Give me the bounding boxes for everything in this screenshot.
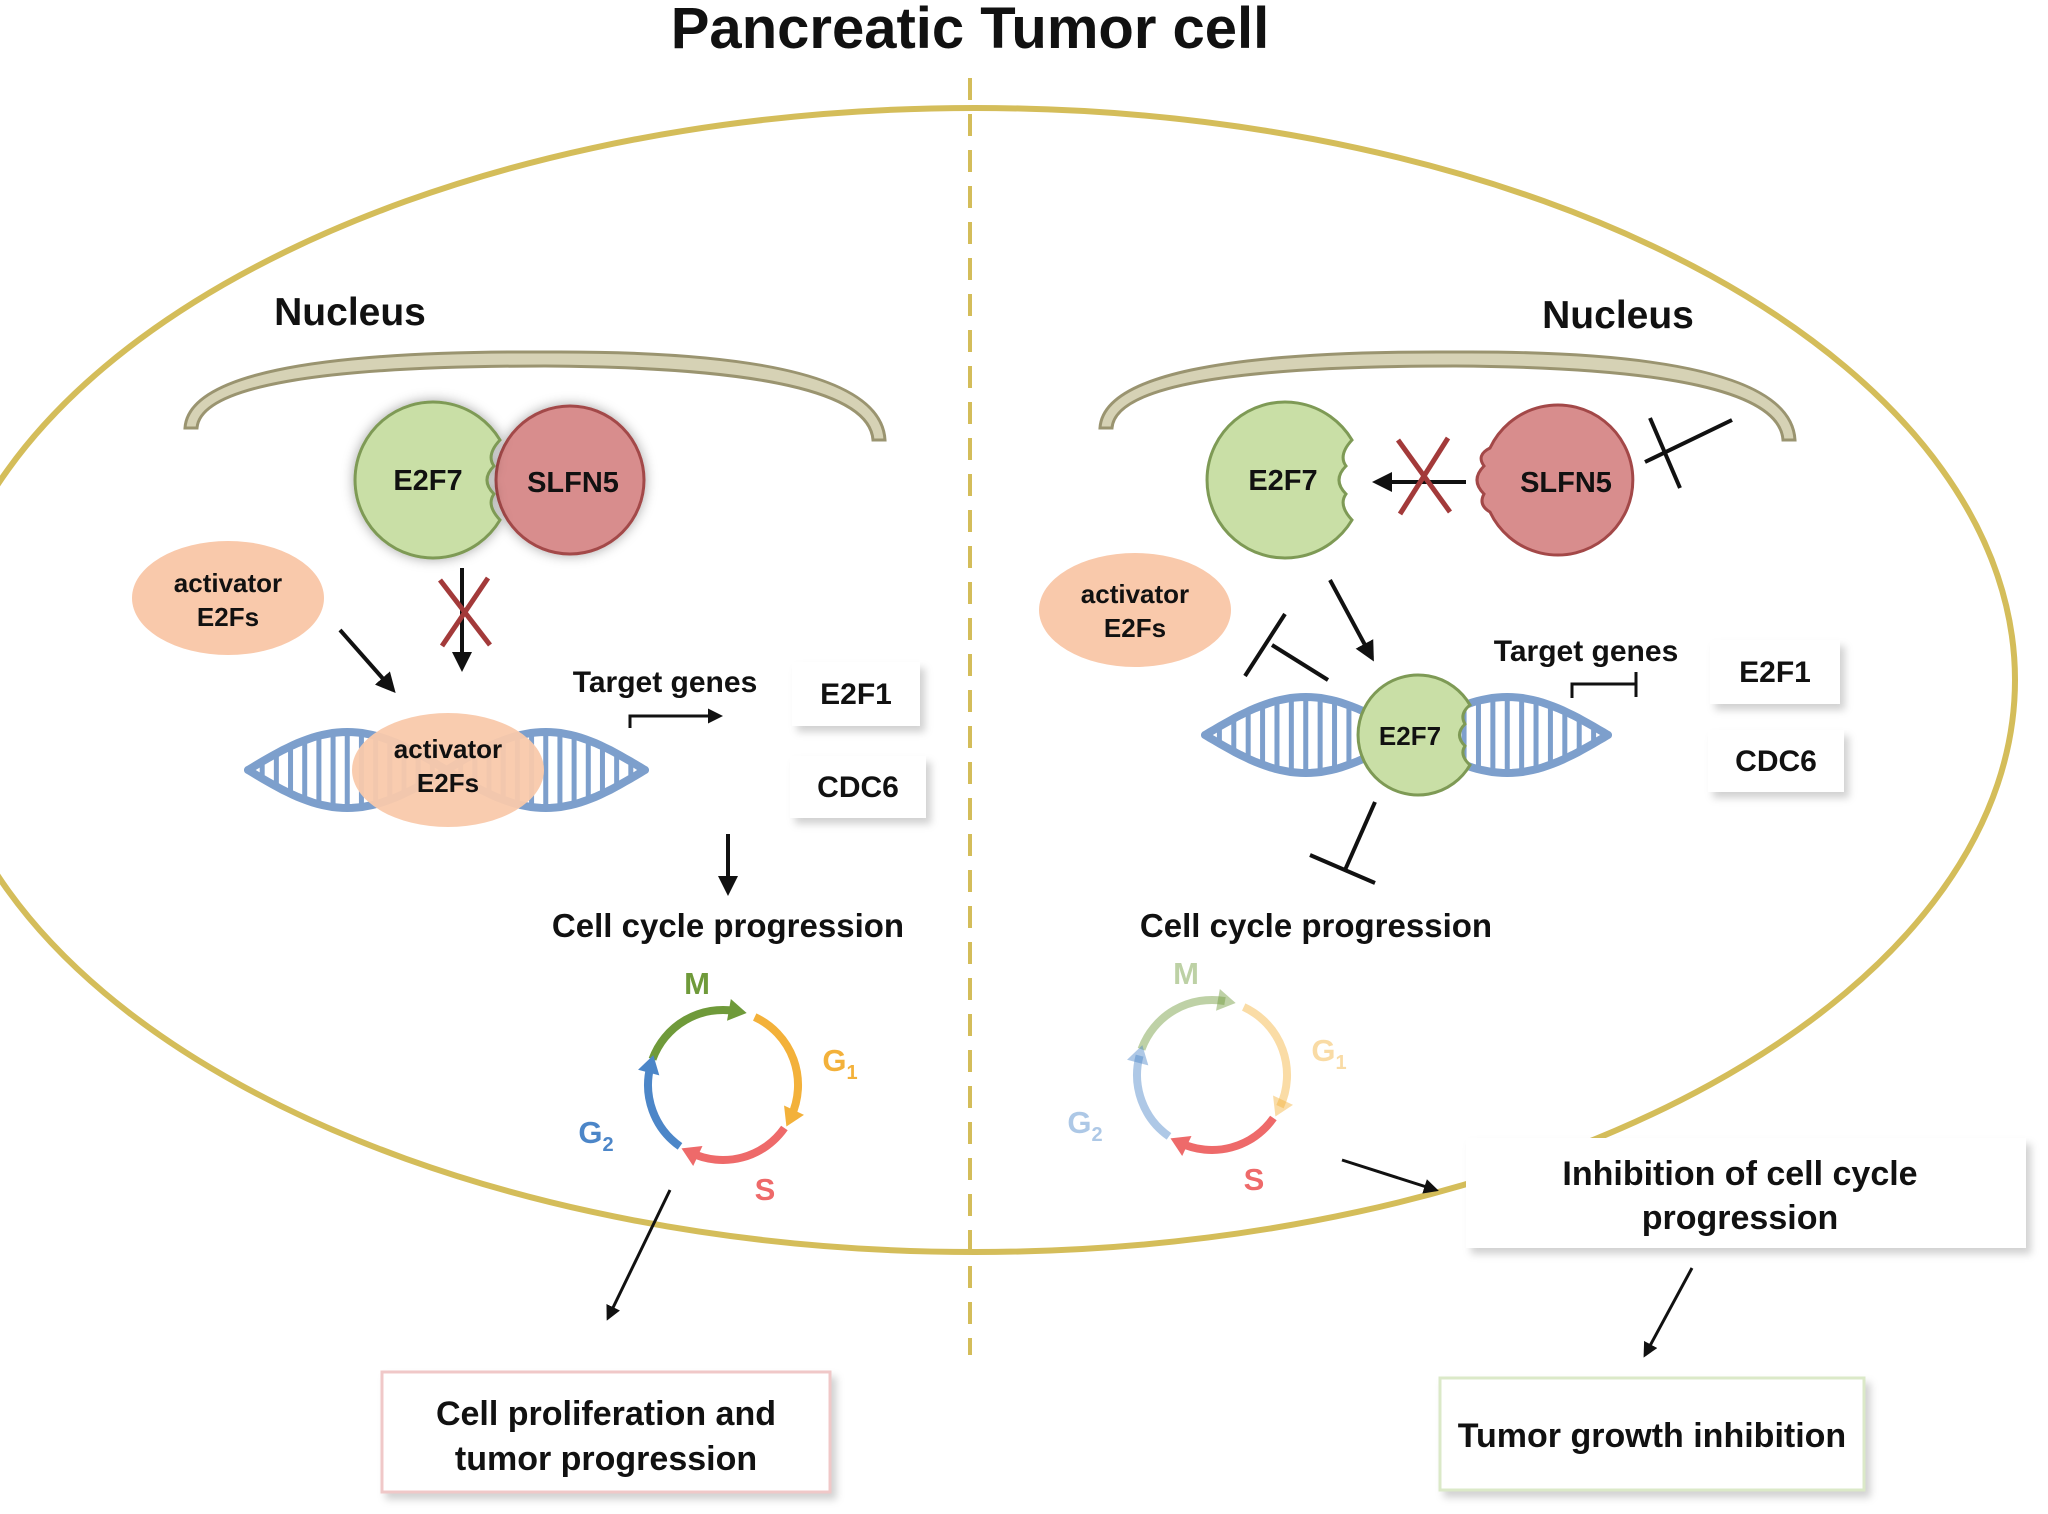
right-inhibition-arrow (1341, 1158, 1439, 1194)
left-wheel-arc-g2 (644, 1064, 683, 1150)
left-activator-e2fs (132, 541, 324, 655)
left-wheel-label-g1-sub: 1 (847, 1062, 858, 1084)
left-e2f7-slfn5-complex: E2F7 SLFN5 (353, 400, 646, 560)
right-slfn5-label: SLFN5 (1520, 467, 1612, 499)
left-slfn5-protein (494, 404, 646, 556)
left-nuclear-envelope (183, 350, 887, 442)
cell-membrane (0, 105, 2018, 1255)
left-e2f1-box (792, 662, 920, 726)
right-target-genes-label: Target genes (1494, 635, 1679, 668)
left-cell-cycle-label: Cell cycle progression (552, 907, 904, 944)
left-activator-binding-arrow (338, 628, 396, 693)
right-inhibition-line2: progression (1642, 1199, 1838, 1237)
right-wheel-arc-m (1137, 995, 1226, 1051)
left-outcome-line2: tumor progression (455, 1440, 757, 1478)
left-activator-line2: E2Fs (197, 602, 259, 632)
right-inhibition-box (1466, 1138, 2026, 1248)
right-outcome-box (1438, 1376, 1866, 1492)
right-block-x-2 (1397, 436, 1451, 516)
left-outcome-arrow (606, 1189, 672, 1321)
right-wheel-label-g1: G1 (1311, 1033, 1346, 1074)
right-slfn5-protein (1475, 403, 1635, 557)
left-cdc6-box (790, 756, 926, 818)
left-wheel-label-m: M (684, 966, 710, 1001)
left-e2f7-protein (353, 400, 502, 560)
right-inhibition-line1: Inhibition of cell cycle (1562, 1155, 1917, 1193)
right-activator-e2fs (1039, 553, 1231, 667)
left-wheel-arc-g1 (752, 1013, 803, 1119)
left-wheel-label-g2: G2 (578, 1115, 613, 1156)
left-wheel-arrowhead-m (727, 999, 747, 1021)
right-wheel-label-g2-sub: 2 (1092, 1124, 1103, 1146)
right-cdc6-box (1708, 730, 1844, 792)
right-e2f7-binding-arrow (1328, 579, 1374, 662)
right-wheel-label-g1-sub: 1 (1336, 1052, 1347, 1074)
right-transcription-repression (1570, 682, 1636, 698)
right-wheel-arrowhead-g2 (1127, 1045, 1149, 1066)
right-wheel-arrowhead-g1 (1273, 1095, 1293, 1117)
right-bound-e2f7-protein (1356, 673, 1472, 797)
left-cdc6-label: CDC6 (817, 771, 899, 804)
right-wheel-arrowhead-m (1216, 989, 1236, 1011)
right-wheel-arrowhead-s (1170, 1136, 1192, 1156)
left-slfn5-label: SLFN5 (527, 467, 619, 499)
left-bound-activator-line2: E2Fs (417, 768, 479, 798)
right-activator-inhibitor-line (1270, 643, 1330, 682)
right-slfn5-inhibitor-bar (1648, 417, 1682, 489)
left-wheel-label-g2-sub: 2 (603, 1134, 614, 1156)
left-bound-activator-line1: activator (394, 734, 502, 764)
left-bound-activator-e2fs (352, 713, 544, 827)
left-cell-cycle-wheel: M G1S G2 (578, 966, 857, 1207)
left-wheel-arrowhead-g2 (638, 1055, 660, 1076)
right-e2f7-label: E2F7 (1248, 465, 1317, 497)
right-e2f7-protein (1205, 400, 1354, 560)
left-wheel-label-g1: G1 (822, 1043, 857, 1084)
left-nucleus-label: Nucleus (274, 291, 426, 334)
left-transcription-arrow (628, 708, 723, 728)
left-wheel-arc-s (689, 1125, 788, 1164)
right-cell-cycle-wheel: M G1S G2 (1067, 956, 1346, 1197)
right-bound-e2f7-label: E2F7 (1379, 721, 1441, 751)
right-wheel-arc-g2 (1133, 1054, 1172, 1140)
left-wheel-arrowhead-g1 (784, 1105, 804, 1127)
right-e2f1-label: E2F1 (1739, 656, 1811, 689)
right-activator-line2: E2Fs (1104, 613, 1166, 643)
right-activator-inhibitor-bar (1243, 612, 1287, 678)
left-panel: Nucleus E2F7 SLFN5 activator E2Fs activa… (132, 291, 926, 1494)
right-cycle-inhibitor-bar (1309, 853, 1376, 885)
left-block-x-2 (439, 576, 491, 648)
left-target-genes-label: Target genes (573, 666, 758, 699)
left-outcome-box (380, 1370, 832, 1494)
right-cycle-inhibitor-line (1343, 801, 1377, 871)
right-slfn5-inhibitor-line (1644, 418, 1733, 464)
right-wheel-arc-s (1178, 1115, 1277, 1154)
left-e2f1-label: E2F1 (820, 678, 892, 711)
right-outcome-arrow (1643, 1267, 1694, 1358)
right-nuclear-envelope (1098, 350, 1797, 442)
left-activator-line1: activator (174, 568, 282, 598)
left-wheel-arc-m (648, 1005, 737, 1061)
right-wheel-arc-g1 (1241, 1003, 1292, 1109)
figure-title: Pancreatic Tumor cell (671, 0, 1270, 61)
right-panel: Nucleus SLFN5 E2F7 activator E2Fs E2F7 T… (1039, 294, 2026, 1492)
right-cdc6-label: CDC6 (1735, 745, 1817, 778)
right-outcome-label: Tumor growth inhibition (1458, 1417, 1846, 1455)
right-wheel-label-s: S (1244, 1162, 1265, 1197)
right-activator-line1: activator (1081, 579, 1189, 609)
left-outcome-line1: Cell proliferation and (436, 1395, 776, 1433)
right-e2f1-box (1710, 640, 1840, 704)
right-wheel-label-g2: G2 (1067, 1105, 1102, 1146)
right-nucleus-label: Nucleus (1542, 294, 1694, 337)
right-cell-cycle-label: Cell cycle progression (1140, 907, 1492, 944)
left-wheel-label-s: S (755, 1172, 776, 1207)
left-e2f7-label: E2F7 (393, 465, 462, 497)
left-wheel-arrowhead-s (681, 1146, 703, 1166)
right-wheel-label-m: M (1173, 956, 1199, 991)
